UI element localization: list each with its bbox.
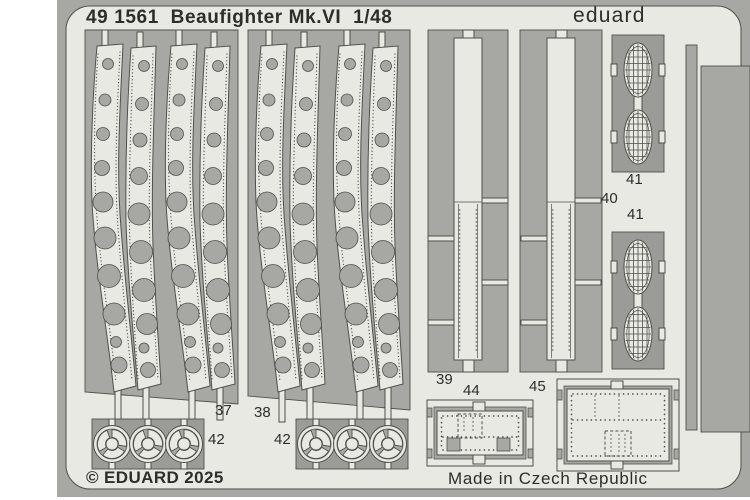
part-label-42-left: 42 (208, 431, 225, 448)
etch-window-right-edge (700, 65, 750, 433)
fret-photo: 49 1561 Beaufighter Mk.VI 1/48 eduard © … (57, 0, 750, 497)
part-label-38: 38 (254, 404, 271, 421)
part-label-45: 45 (529, 378, 546, 395)
part-41-mesh-plate-top (611, 35, 665, 172)
part-42-iris-set-left (92, 419, 204, 469)
part-label-40: 40 (601, 190, 618, 207)
part-label-41-bottom: 41 (627, 206, 644, 223)
brand-logo: eduard (573, 4, 646, 27)
part-label-41-top: 41 (626, 171, 643, 188)
sheet-title: 49 1561 Beaufighter Mk.VI 1/48 (86, 7, 393, 28)
part-42-iris-set-right (296, 419, 408, 469)
part-label-44: 44 (463, 382, 480, 399)
fret-artwork (57, 0, 750, 497)
part-label-39: 39 (436, 371, 453, 388)
part-45-panel (556, 378, 680, 472)
etch-channel-right (685, 44, 698, 431)
copyright-text: © EDUARD 2025 (86, 468, 224, 487)
made-in-text: Made in Czech Republic (448, 469, 648, 488)
part-44-panel (426, 399, 534, 467)
part-41-mesh-plate-bottom (611, 232, 665, 369)
part-label-37: 37 (215, 402, 232, 419)
part-label-42-right: 42 (274, 431, 291, 448)
